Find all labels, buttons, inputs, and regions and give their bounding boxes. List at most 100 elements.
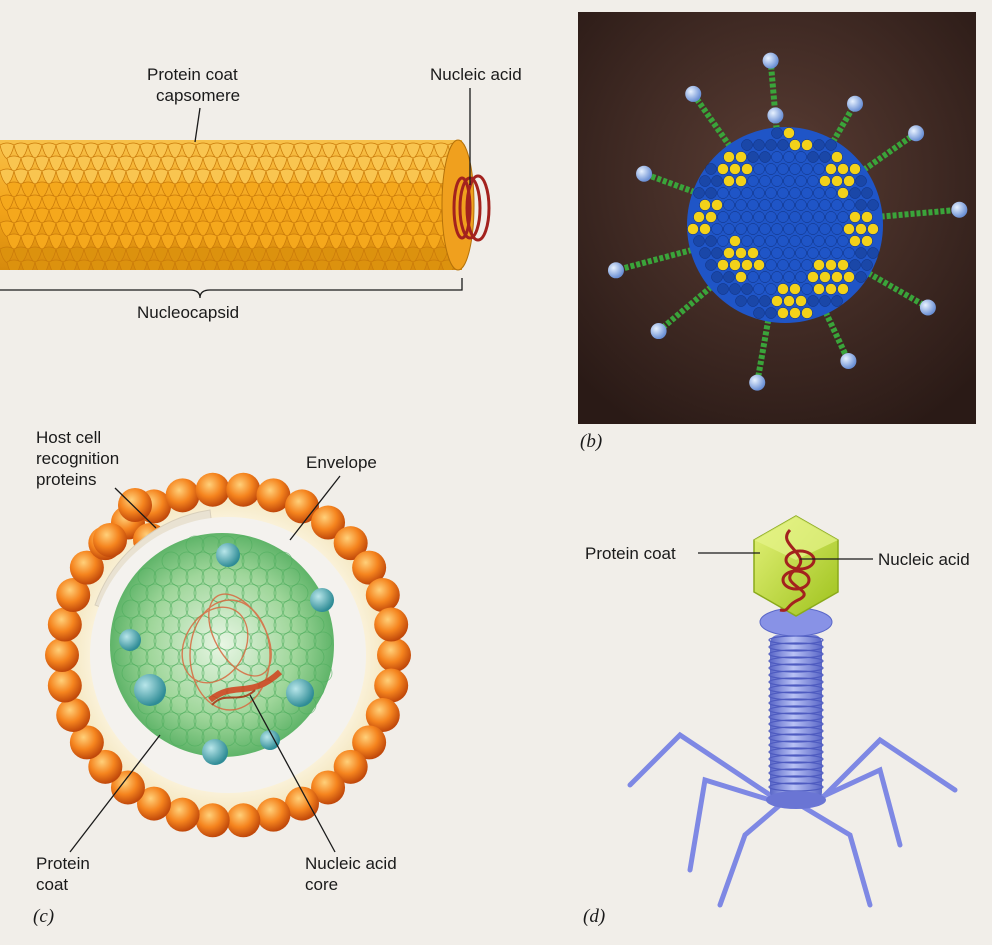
adeno-capsomere xyxy=(771,271,783,283)
capsomere-scale xyxy=(244,207,260,225)
green-capsomere xyxy=(225,647,245,667)
capsomere-scale xyxy=(426,259,442,270)
capsomere-scale xyxy=(209,194,225,212)
adeno-capsomere xyxy=(777,139,789,151)
capsomere-scale xyxy=(139,194,155,212)
green-capsomere xyxy=(169,599,189,619)
capsomere-scale xyxy=(20,155,36,173)
capsomere-scale xyxy=(132,259,148,270)
label-nucleic-core-2: core xyxy=(305,875,338,894)
adeno-capsomere xyxy=(693,235,705,247)
green-capsomere xyxy=(201,599,221,619)
adeno-capsomere xyxy=(759,271,771,283)
adeno-capsomere xyxy=(765,187,777,199)
capsomere-scale xyxy=(34,207,50,225)
adeno-capsomere xyxy=(777,307,789,319)
green-capsomere xyxy=(233,727,253,747)
capsomere-scale xyxy=(6,259,22,270)
capsomere-scale xyxy=(62,207,78,225)
adeno-capsomere xyxy=(819,295,831,307)
capsomere-scale xyxy=(426,155,442,173)
capsomere-scale xyxy=(41,246,57,264)
capsomere-scale xyxy=(391,194,407,212)
capsomere-scale xyxy=(223,142,239,160)
capsomere-scale xyxy=(111,168,127,186)
capsomere-scale xyxy=(321,168,337,186)
capsomere-scale xyxy=(48,181,64,199)
capsomere-scale xyxy=(202,207,218,225)
green-capsomere xyxy=(217,727,237,747)
capsomere-scale xyxy=(48,207,64,225)
adeno-capsomere xyxy=(765,211,777,223)
capsomere-scale xyxy=(398,259,414,270)
capsomere-scale xyxy=(195,168,211,186)
capsomere-scale xyxy=(279,246,295,264)
adeno-capsomere xyxy=(753,211,765,223)
green-capsomere xyxy=(185,535,205,555)
adeno-capsomere xyxy=(771,247,783,259)
capsomere-scale xyxy=(314,181,330,199)
capsomere-scale xyxy=(230,259,246,270)
capsomere-scale xyxy=(258,233,274,251)
capsomere-scale xyxy=(69,142,85,160)
capsomere-scale xyxy=(69,220,85,238)
green-capsomere xyxy=(201,567,221,587)
capsomere-scale xyxy=(258,181,274,199)
capsomere-scale xyxy=(349,168,365,186)
green-capsomere xyxy=(305,615,325,635)
green-capsomere xyxy=(265,663,285,683)
capsomere-scale xyxy=(391,168,407,186)
adeno-capsomere xyxy=(789,307,801,319)
capsomere-scale xyxy=(349,142,365,160)
capsomere-scale xyxy=(153,220,169,238)
capsomere-scale xyxy=(48,259,64,270)
tail-ring xyxy=(768,754,824,764)
capsomere-scale xyxy=(279,168,295,186)
leader-envelope xyxy=(289,475,341,541)
adeno-capsomere xyxy=(855,223,867,235)
label-protein-coat-capsomere-1: Protein coat xyxy=(147,65,238,84)
recognition-protein-ball xyxy=(374,668,409,703)
adeno-capsomere xyxy=(741,235,753,247)
adeno-capsomere xyxy=(723,151,735,163)
capsomere-scale xyxy=(13,168,29,186)
capsomere-scale xyxy=(125,168,141,186)
capsomere-scale xyxy=(132,155,148,173)
capsomere-scale xyxy=(356,181,372,199)
spike-knob xyxy=(749,374,766,391)
adeno-capsomere xyxy=(819,151,831,163)
recognition-protein-ball xyxy=(284,489,319,524)
green-capsomere xyxy=(169,631,189,651)
capsomere-scale xyxy=(13,220,29,238)
tail-ring xyxy=(768,684,824,694)
adeno-capsomere xyxy=(729,235,741,247)
adeno-capsomere xyxy=(711,223,723,235)
green-capsomere xyxy=(193,615,213,635)
green-capsomere xyxy=(153,567,173,587)
capsomere-scale xyxy=(426,207,442,225)
green-capsomere xyxy=(273,711,293,731)
adeno-capsomere xyxy=(753,139,765,151)
capsomere-scale xyxy=(0,142,15,160)
adeno-capsomere xyxy=(693,211,705,223)
label-nucleic-acid-d: Nucleic acid xyxy=(878,550,970,569)
adeno-capsomere xyxy=(789,259,801,271)
green-capsomere xyxy=(273,647,293,667)
capsomere-scale xyxy=(153,194,169,212)
recognition-protein-ball xyxy=(333,749,368,784)
capsomere-scale xyxy=(405,168,421,186)
adeno-capsomere xyxy=(813,163,825,175)
green-capsomere xyxy=(137,567,157,587)
capsomere-scale xyxy=(363,168,379,186)
capsomere-scale xyxy=(412,155,428,173)
adeno-capsomere xyxy=(831,175,843,187)
recognition-protein-ball xyxy=(195,472,230,507)
capsomere-scale xyxy=(97,142,113,160)
capsomere-scale xyxy=(146,233,162,251)
tail-ring xyxy=(768,656,824,666)
capsomere-scale xyxy=(0,194,15,212)
green-capsomere xyxy=(185,599,205,619)
capsomere-scale xyxy=(188,259,204,270)
capsomere-scale xyxy=(90,233,106,251)
capsomere-scale xyxy=(216,207,232,225)
